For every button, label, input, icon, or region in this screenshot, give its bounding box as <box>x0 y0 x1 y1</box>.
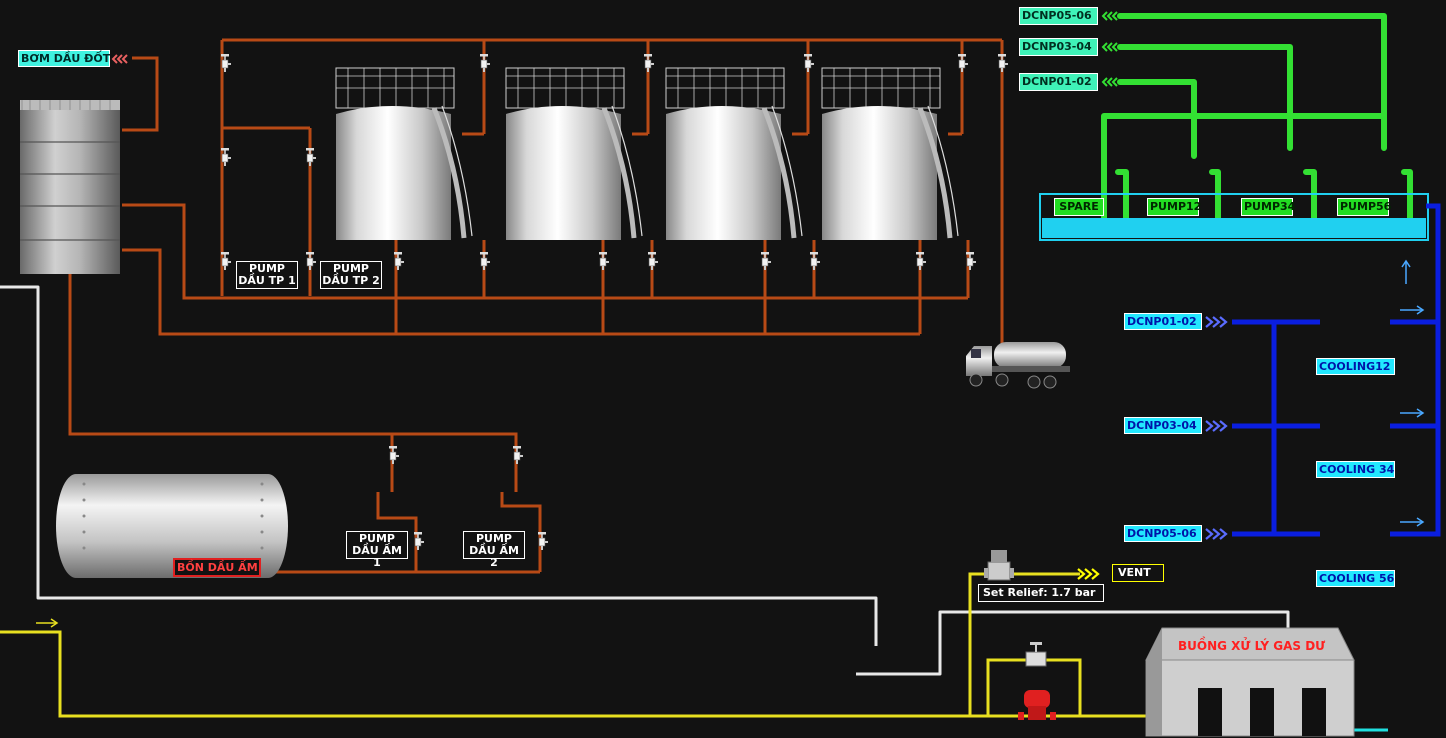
set-relief-label[interactable]: Set Relief: 1.7 bar <box>978 584 1104 602</box>
flow-arrow-icon <box>1204 419 1228 433</box>
cooling-56-label[interactable]: COOLING 56 <box>1316 570 1395 587</box>
storage-tank-icon <box>665 67 803 240</box>
storage-tank-icon <box>335 67 473 240</box>
gas-valve-icon[interactable] <box>1025 642 1047 667</box>
storage-tank-icon <box>821 67 959 240</box>
green-cooling-piping <box>1101 13 1413 233</box>
pump-dau-am1-button[interactable]: PUMP DẦU ẤM 1 <box>346 531 408 569</box>
building-icon <box>1145 627 1355 737</box>
flow-arrow-icon <box>1102 42 1118 52</box>
gas-pump-icon[interactable] <box>1018 690 1056 720</box>
green-flow-arrows <box>1102 11 1118 87</box>
cooling-direction-arrows <box>1400 259 1425 527</box>
flow-arrow-icon <box>1076 567 1100 581</box>
flow-arrow-icon <box>1102 11 1118 21</box>
storage-tank-icon <box>505 67 643 240</box>
cooling-34-label[interactable]: COOLING 34 <box>1316 461 1395 478</box>
dcnp-blue-03-04-label[interactable]: DCNP03-04 <box>1124 417 1202 434</box>
tanker-truck-icon <box>966 342 1070 389</box>
flow-arrow-icon <box>1204 315 1228 329</box>
dcnp-blue-01-02-label[interactable]: DCNP01-02 <box>1124 313 1202 330</box>
gas-flow-arrow <box>36 618 59 628</box>
pump-56-button[interactable]: PUMP56 <box>1337 198 1391 216</box>
flow-arrow-icon <box>1204 527 1228 541</box>
flow-arrow-icon <box>1102 77 1118 87</box>
cooling-12-label[interactable]: COOLING12 <box>1316 358 1395 375</box>
dcnp-green-01-02-label[interactable]: DCNP01-02 <box>1019 73 1098 91</box>
gas-piping <box>0 572 1336 718</box>
day-tank <box>20 100 120 274</box>
flow-arrow-icon <box>112 54 128 64</box>
vent-label[interactable]: VENT <box>1112 564 1164 582</box>
bom-dau-dot-label[interactable]: BƠM DẦU ĐỐT <box>18 50 110 67</box>
pump-station-basin <box>1039 193 1429 241</box>
dcnp-green-05-06-label[interactable]: DCNP05-06 <box>1019 7 1098 25</box>
pump-dau-tp2-button[interactable]: PUMP DẦU TP 2 <box>320 261 382 289</box>
gas-treatment-room-label: BUỒNG XỬ LÝ GAS DƯ <box>1178 639 1326 653</box>
pump-spare-button[interactable]: SPARE <box>1054 198 1104 216</box>
white-piping <box>0 285 1290 676</box>
pump-34-button[interactable]: PUMP34 <box>1241 198 1295 216</box>
relief-valve-icon[interactable] <box>984 550 1014 581</box>
bon-dau-am-label[interactable]: BỒN DẦU ẤM <box>173 558 261 577</box>
dcnp-blue-05-06-label[interactable]: DCNP05-06 <box>1124 525 1202 542</box>
pump-dau-am2-button[interactable]: PUMP DẦU ẤM 2 <box>463 531 525 569</box>
warm-oil-tank <box>56 474 288 578</box>
pump-dau-tp1-button[interactable]: PUMP DẦU TP 1 <box>236 261 298 289</box>
dcnp-green-03-04-label[interactable]: DCNP03-04 <box>1019 38 1098 56</box>
vent-arrows <box>1076 567 1100 581</box>
blue-flow-arrows <box>1204 315 1228 541</box>
pump-12-button[interactable]: PUMP12 <box>1147 198 1201 216</box>
blue-cooling-piping <box>1232 203 1441 537</box>
